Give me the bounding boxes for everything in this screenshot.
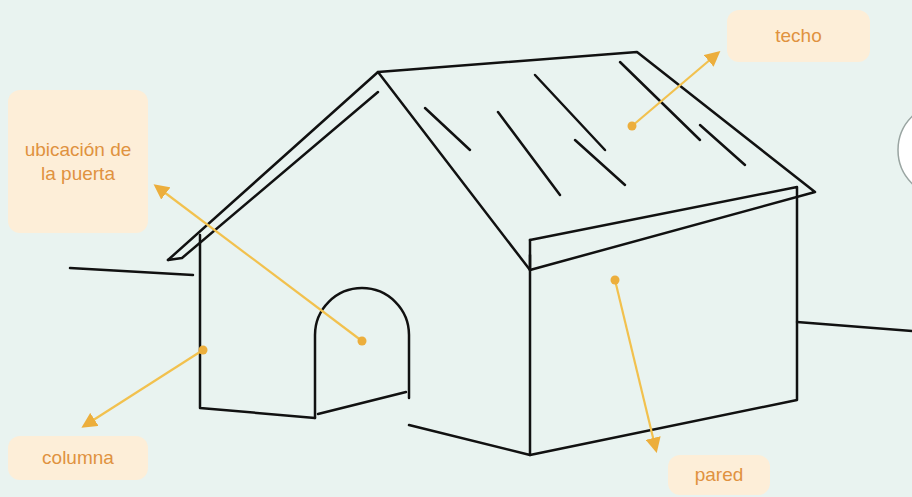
leader-line	[615, 280, 656, 450]
roof-edge	[529, 255, 532, 270]
leader-dot	[199, 346, 208, 355]
leader-dots	[199, 122, 637, 355]
roof-shingle	[575, 140, 625, 185]
door-floor	[318, 392, 406, 414]
label-text: columna	[42, 446, 114, 470]
doghouse-lines	[70, 52, 912, 455]
leader-dot	[611, 276, 620, 285]
label-text: ubicación de la puerta	[22, 138, 134, 186]
front-wall	[409, 240, 530, 455]
roof-shingle	[425, 108, 470, 150]
door-opening	[315, 288, 409, 418]
roof-shingle	[700, 125, 745, 165]
roof-shingle	[535, 75, 605, 150]
roof-edge	[168, 72, 530, 270]
roof-edge	[168, 92, 378, 260]
leader-dot	[358, 337, 367, 346]
ground-line	[797, 322, 912, 331]
roof-panel	[378, 52, 815, 270]
leader-lines	[84, 53, 718, 450]
ground-line	[70, 268, 193, 275]
leader-line	[632, 53, 718, 126]
leader-line	[156, 186, 362, 341]
side-wall	[530, 187, 797, 455]
roof-shingle	[498, 112, 560, 195]
label-text: techo	[775, 24, 821, 48]
label-box: pared	[668, 455, 770, 495]
label-box: techo	[727, 10, 870, 62]
leader-line	[84, 350, 203, 426]
edge-circle	[898, 103, 912, 197]
label-box: columna	[8, 436, 148, 480]
leader-dot	[628, 122, 637, 131]
label-text: pared	[695, 463, 744, 487]
label-box: ubicación de la puerta	[8, 90, 148, 233]
